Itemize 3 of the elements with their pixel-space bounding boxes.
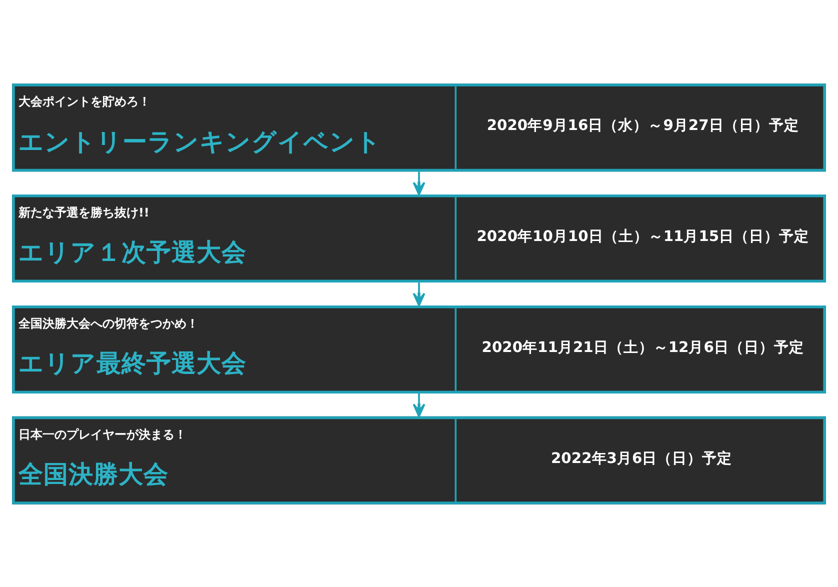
arrow bbox=[412, 282, 426, 306]
arrow bbox=[412, 171, 426, 195]
arrow bbox=[412, 392, 426, 417]
